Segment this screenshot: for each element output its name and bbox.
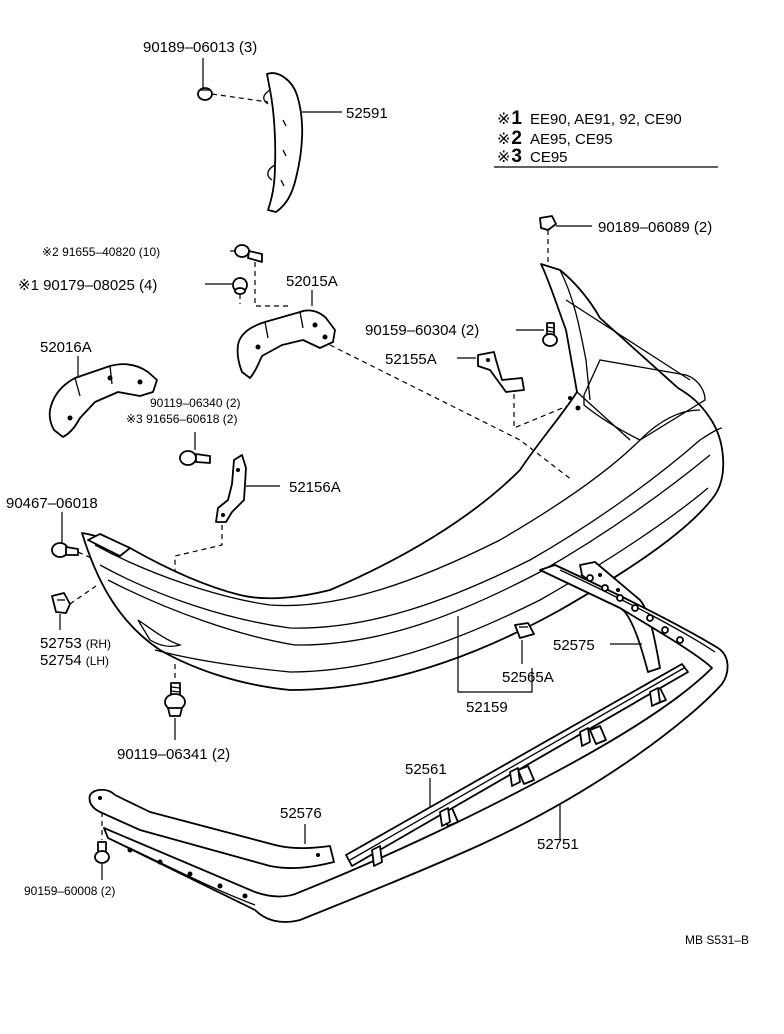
label-90119-06340: 90119–06340 (2) [150,396,241,410]
dashline-52015A-bumper [329,344,573,481]
part-52561-strip [345,663,689,867]
legend: ※1 EE90, AE91, 92, CE90 ※2 AE95, CE95 ※3 CE… [494,108,718,168]
legend-num-2: 2 [511,128,522,149]
leader-52159 [457,616,533,693]
label-52155A: 52155A [385,351,437,368]
screw-90467-06018-icon [51,542,79,558]
dashline-90189-06013 [211,93,269,103]
part-52015A-illustration [236,309,336,379]
legend-num-3: 3 [511,146,522,167]
legend-text-3: CE95 [530,149,568,166]
label-90119-06341: 90119–06341 (2) [117,746,230,763]
part-52159-bumper-cover [81,263,725,691]
part-52016A-illustration [48,363,158,438]
label-90159-60304: 90159–60304 (2) [365,322,479,339]
dashline-52156A [174,525,223,575]
label-90467-06018: 90467–06018 [6,495,98,512]
nut-90179-08025-icon [232,277,248,295]
bolt-90159-60304-icon [542,322,558,347]
bolt-90159-60008-icon [94,841,110,864]
bolt-91655-40820-icon [234,244,263,263]
legend-mark-2: ※ [497,129,510,148]
legend-mark-1: ※ [497,109,510,128]
label-52753: 52753(RH) [40,635,111,652]
part-52751-reinforcement [103,564,729,923]
footer-code: MB S531–B [685,933,749,947]
label-90189-06089: 90189–06089 (2) [598,219,712,236]
part-52156A-illustration [215,454,247,523]
clip-90189-06089-icon [539,215,557,231]
label-52576: 52576 [280,805,322,822]
clip-90189-06013-icon [197,87,213,101]
label-52156A: 52156A [289,479,341,496]
dashline-52155A [513,394,573,429]
label-52015A: 52015A [286,273,338,290]
label-52561: 52561 [405,761,447,778]
label-52751: 52751 [537,836,579,853]
label-90189-06013: 90189–06013 (3) [143,39,257,56]
bolt-90119-06340-icon [179,450,211,466]
bolt-90119-06341-icon [164,682,186,717]
part-52576-illustration [88,788,335,869]
label-52754: 52754(LH) [40,652,109,669]
label-52159: 52159 [466,699,508,716]
label-90179-08025: ※1 90179–08025 (4) [18,277,157,294]
label-52565A: 52565A [502,669,554,686]
label-52575: 52575 [553,637,595,654]
legend-text-1: EE90, AE91, 92, CE90 [530,111,682,128]
legend-mark-3: ※ [497,147,510,166]
clip-52753-icon [51,592,71,614]
label-52591: 52591 [346,105,388,122]
label-91656-60618: ※3 91656–60618 (2) [126,412,237,426]
part-52155A-illustration [477,351,525,393]
label-91655-40820: ※2 91655–40820 (10) [42,245,160,259]
legend-text-2: AE95, CE95 [530,131,613,148]
part-52591-illustration [263,72,304,213]
clip-52565A-icon [514,622,535,639]
label-90159-60008: 90159–60008 (2) [24,884,115,898]
dashline-bolt-52015A [254,262,288,307]
dashline-side-clips [69,551,97,605]
label-52016A: 52016A [40,339,92,356]
legend-num-1: 1 [511,108,522,129]
